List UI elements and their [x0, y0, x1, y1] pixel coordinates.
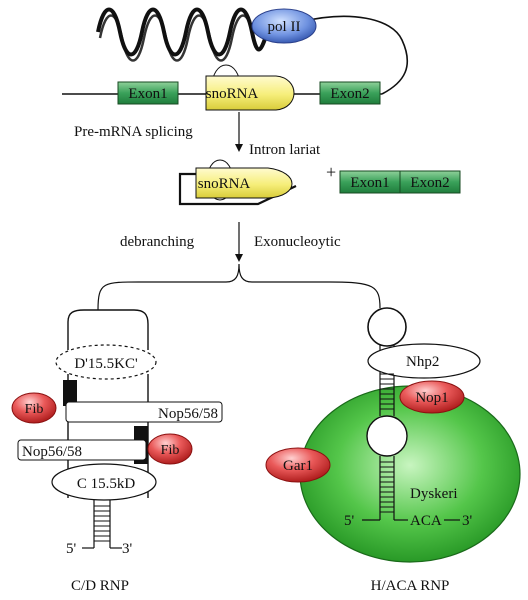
nop56-58-bottom-label: Nop56/58 — [22, 444, 82, 460]
nhp2-label: Nhp2 — [406, 354, 439, 370]
debranching-label: debranching — [120, 234, 195, 250]
pseudouridylation-pocket — [366, 415, 408, 457]
branch-brace — [97, 263, 381, 311]
plus-sign: + — [326, 162, 336, 182]
haca-upper-stem-rungs — [380, 373, 394, 410]
dna-helix — [96, 7, 270, 62]
intron-lariat — [178, 159, 297, 206]
spliced-exon2-box — [399, 170, 461, 194]
lariat-snorna-label: snoRNA — [198, 176, 251, 192]
top-loop — [367, 307, 407, 347]
fib-top-protein — [11, 392, 57, 424]
nhp2-protein — [367, 343, 481, 379]
arrow-debranching-head — [235, 254, 243, 262]
d-15-5k-c-label: D'15.5KC' — [74, 356, 138, 372]
snorna-label: snoRNA — [206, 86, 259, 102]
cd-stem — [82, 500, 122, 549]
nop56-58-top-box — [65, 401, 223, 423]
splicing-label: Pre-mRNA splicing — [74, 124, 193, 140]
exonucleolytic-label: Exonucleoytic — [254, 234, 341, 250]
arrow-splicing-head — [235, 144, 243, 152]
fib-bottom-label: Fib — [161, 443, 180, 458]
gar1-label: Gar1 — [283, 458, 313, 474]
exon2-box — [319, 81, 381, 105]
haca-five-prime-label: 5' — [344, 513, 355, 529]
cd-five-prime-label: 5' — [66, 541, 77, 557]
haca-lower-stem — [362, 456, 460, 521]
d-15-5k-c-complex — [55, 344, 157, 380]
haca-rnp-caption: H/ACA RNP — [371, 578, 450, 594]
dyskerin-label: Dyskeri — [410, 486, 458, 502]
snorna-shape — [205, 75, 295, 111]
aca-label: ACA — [410, 513, 442, 529]
spliced-exon1-label: Exon1 — [350, 175, 389, 191]
nop56-58-top-label: Nop56/58 — [158, 406, 218, 422]
pol-ii-enzyme — [251, 8, 317, 44]
protein-15-5k — [51, 463, 157, 501]
pol-ii-label: pol II — [268, 19, 301, 35]
rna-transcript — [299, 15, 409, 95]
cd-three-prime-label: 3' — [122, 541, 133, 557]
protein-15-5k-label: C 15.5kD — [77, 476, 136, 492]
lariat-label: Intron lariat — [249, 142, 321, 158]
exon1-label: Exon1 — [128, 86, 167, 102]
nop1-protein — [399, 380, 465, 414]
cd-rnp-caption: C/D RNP — [71, 578, 129, 594]
exon1-box — [117, 81, 179, 105]
haca-three-prime-label: 3' — [462, 513, 473, 529]
fib-bottom-protein — [147, 433, 193, 465]
spliced-exon2-label: Exon2 — [410, 175, 449, 191]
fib-top-label: Fib — [25, 402, 44, 417]
nop1-label: Nop1 — [415, 390, 448, 406]
exon2-label: Exon2 — [330, 86, 369, 102]
nop56-58-bottom-box — [17, 439, 147, 461]
gar1-protein — [265, 447, 331, 483]
dyskerin-protein — [299, 385, 521, 563]
